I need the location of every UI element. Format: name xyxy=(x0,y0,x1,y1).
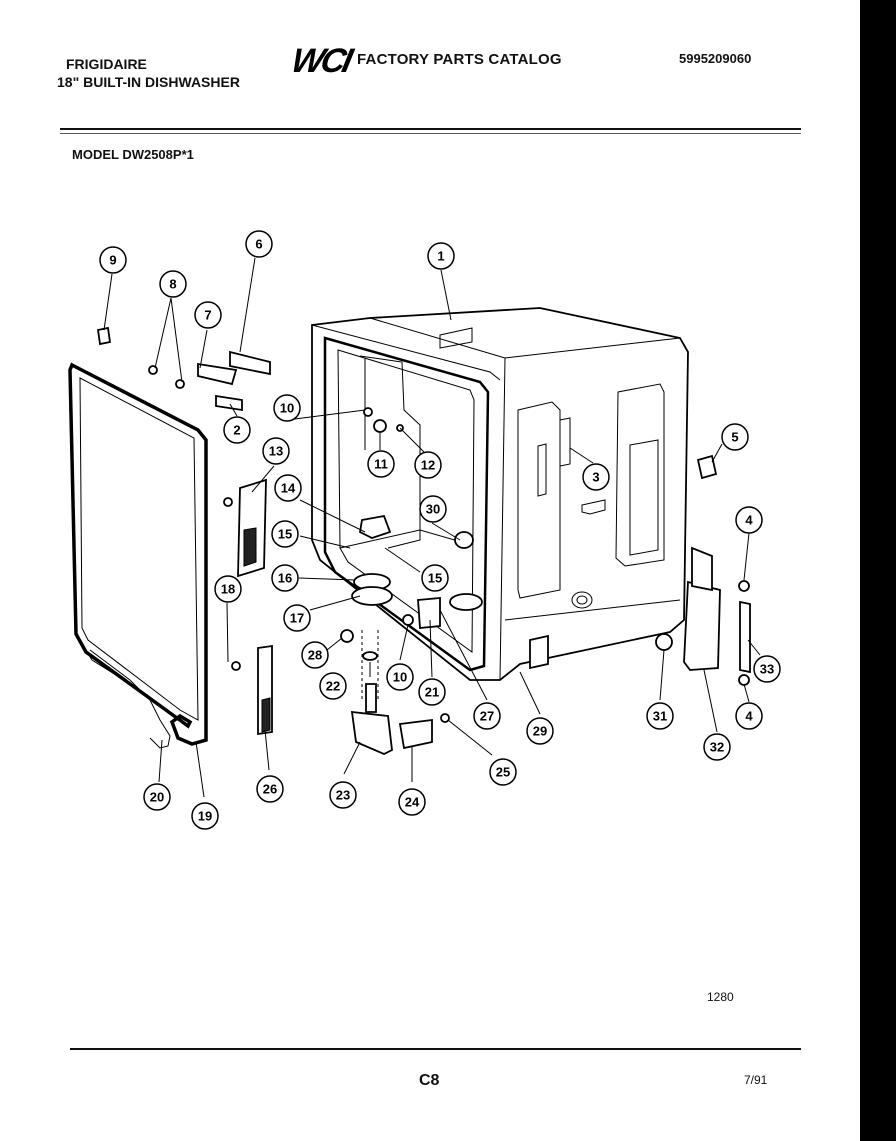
svg-text:18: 18 xyxy=(221,582,235,597)
callout-16: 16 xyxy=(271,564,299,592)
svg-text:25: 25 xyxy=(496,765,510,780)
callout-11: 11 xyxy=(367,450,395,478)
catalog-page: FRIGIDAIRE 18" BUILT-IN DISHWASHER WCI F… xyxy=(0,0,860,1141)
exploded-parts-diagram: 1 2 3 4 4 5 6 7 8 9 10 10 11 12 13 14 15… xyxy=(68,230,781,830)
door-gasket-assembly xyxy=(68,326,208,749)
callout-19: 19 xyxy=(191,802,219,830)
svg-text:4: 4 xyxy=(745,709,753,724)
svg-text:27: 27 xyxy=(480,709,494,724)
header-divider xyxy=(60,128,801,130)
svg-text:20: 20 xyxy=(150,790,164,805)
callout-31: 31 xyxy=(646,702,674,730)
svg-text:33: 33 xyxy=(760,662,774,677)
svg-text:24: 24 xyxy=(405,795,420,810)
svg-text:10: 10 xyxy=(280,401,294,416)
svg-text:9: 9 xyxy=(109,253,116,268)
callout-27: 27 xyxy=(473,702,501,730)
callout-20: 20 xyxy=(143,783,171,811)
callout-8: 8 xyxy=(159,270,187,298)
brand-name: FRIGIDAIRE xyxy=(66,56,147,72)
model-number: MODEL DW2508P*1 xyxy=(72,147,194,162)
svg-text:21: 21 xyxy=(425,685,439,700)
callout-9: 9 xyxy=(99,246,127,274)
leader-lines xyxy=(103,257,761,798)
callout-13: 13 xyxy=(262,437,290,465)
callout-15-right: 15 xyxy=(421,564,449,592)
callout-1: 1 xyxy=(427,242,455,270)
catalog-title: FACTORY PARTS CATALOG xyxy=(357,51,562,68)
callout-25: 25 xyxy=(489,758,517,786)
svg-text:11: 11 xyxy=(374,457,388,472)
svg-text:17: 17 xyxy=(290,611,304,626)
callout-4-lower: 4 xyxy=(735,702,763,730)
callout-14: 14 xyxy=(274,474,302,502)
catalog-number: 5995209060 xyxy=(679,51,752,66)
svg-text:15: 15 xyxy=(278,527,292,542)
callout-26: 26 xyxy=(256,775,284,803)
svg-text:3: 3 xyxy=(592,470,599,485)
svg-text:19: 19 xyxy=(198,809,212,824)
svg-text:32: 32 xyxy=(710,740,724,755)
callout-21: 21 xyxy=(418,678,446,706)
svg-text:4: 4 xyxy=(745,513,753,528)
footer-divider xyxy=(70,1048,801,1050)
callout-28: 28 xyxy=(301,641,329,669)
callout-12: 12 xyxy=(414,451,442,479)
svg-text:22: 22 xyxy=(326,679,340,694)
callout-5: 5 xyxy=(721,423,749,451)
callout-17: 17 xyxy=(283,604,311,632)
product-title: 18" BUILT-IN DISHWASHER xyxy=(57,74,240,90)
callout-10-upper: 10 xyxy=(273,394,301,422)
callout-18: 18 xyxy=(214,575,242,603)
svg-text:13: 13 xyxy=(269,444,283,459)
hinge-parts xyxy=(148,350,751,755)
dishwasher-tub xyxy=(311,307,689,681)
svg-text:23: 23 xyxy=(336,788,350,803)
page-number: C8 xyxy=(419,1072,440,1089)
callout-2: 2 xyxy=(223,416,251,444)
callout-32: 32 xyxy=(703,733,731,761)
svg-text:12: 12 xyxy=(421,458,435,473)
callout-30: 30 xyxy=(419,495,447,523)
svg-text:2: 2 xyxy=(233,423,240,438)
svg-text:16: 16 xyxy=(278,571,292,586)
svg-text:26: 26 xyxy=(263,782,277,797)
svg-text:7: 7 xyxy=(204,308,211,323)
svg-text:14: 14 xyxy=(281,481,296,496)
svg-text:28: 28 xyxy=(308,648,322,663)
callout-15-left: 15 xyxy=(271,520,299,548)
svg-text:5: 5 xyxy=(731,430,738,445)
svg-text:30: 30 xyxy=(426,502,440,517)
callout-4-upper: 4 xyxy=(735,506,763,534)
svg-text:29: 29 xyxy=(533,724,547,739)
drawing-code: 1280 xyxy=(707,990,734,1004)
svg-text:10: 10 xyxy=(393,670,407,685)
svg-text:15: 15 xyxy=(428,571,442,586)
svg-text:1: 1 xyxy=(437,249,444,264)
callout-23: 23 xyxy=(329,781,357,809)
callout-24: 24 xyxy=(398,788,426,816)
callout-29: 29 xyxy=(526,717,554,745)
callout-33: 33 xyxy=(753,655,781,683)
svg-text:8: 8 xyxy=(169,277,176,292)
callout-7: 7 xyxy=(194,301,222,329)
callout-10-lower: 10 xyxy=(386,663,414,691)
svg-text:31: 31 xyxy=(653,709,667,724)
revision-date: 7/91 xyxy=(744,1073,768,1087)
callout-6: 6 xyxy=(245,230,273,258)
header-divider-thin xyxy=(60,133,801,134)
callout-22: 22 xyxy=(319,672,347,700)
svg-text:6: 6 xyxy=(255,237,262,252)
callout-3: 3 xyxy=(582,463,610,491)
